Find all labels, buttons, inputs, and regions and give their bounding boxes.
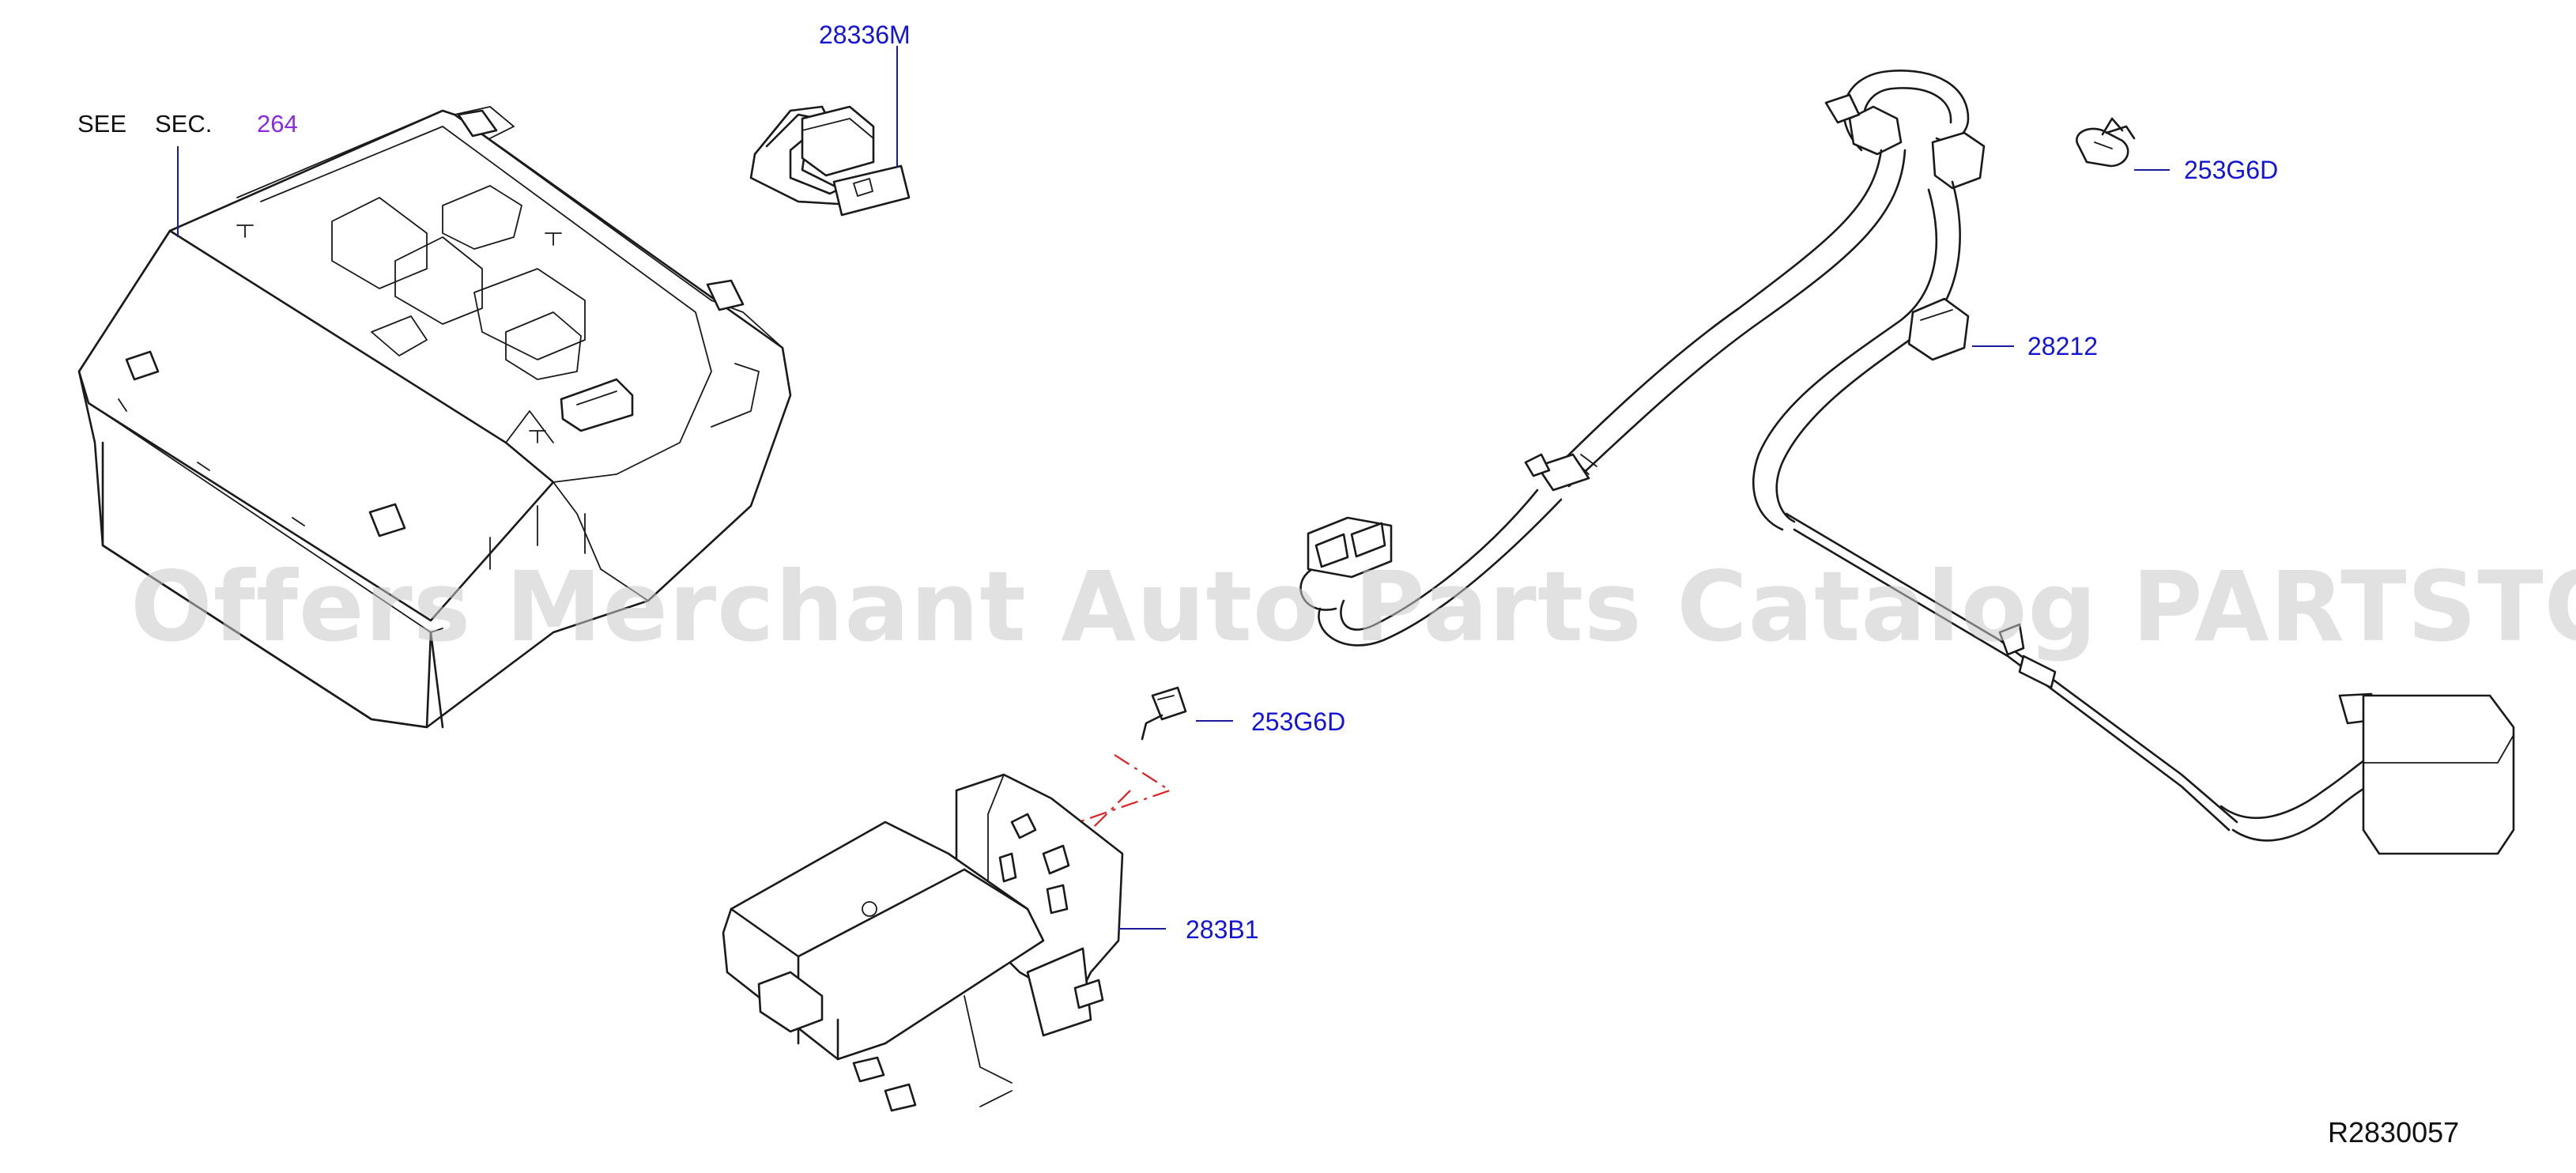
callout-253g6d-center: 253G6D bbox=[1251, 707, 1345, 736]
section-number: 264 bbox=[257, 110, 298, 138]
antenna-feeder-connector-drawing bbox=[749, 105, 911, 217]
sec-label: SEC. bbox=[155, 110, 212, 138]
feeder-harness-drawing bbox=[1299, 70, 2515, 855]
overhead-console-drawing bbox=[77, 106, 792, 729]
callout-283b1: 283B1 bbox=[1186, 915, 1259, 944]
callout-28336m: 28336M bbox=[819, 21, 911, 49]
module-bracket-drawing bbox=[722, 686, 1187, 1112]
watermark-text: Offers Merchant Auto Parts Catalog PARTS… bbox=[130, 551, 2576, 663]
callout-28212: 28212 bbox=[2027, 332, 2098, 360]
diagram-reference-id: R2830057 bbox=[2328, 1116, 2459, 1148]
clip-upper-right-drawing bbox=[2076, 117, 2136, 168]
callout-253g6d-upper: 253G6D bbox=[2184, 156, 2278, 184]
see-label: SEE bbox=[77, 110, 126, 138]
